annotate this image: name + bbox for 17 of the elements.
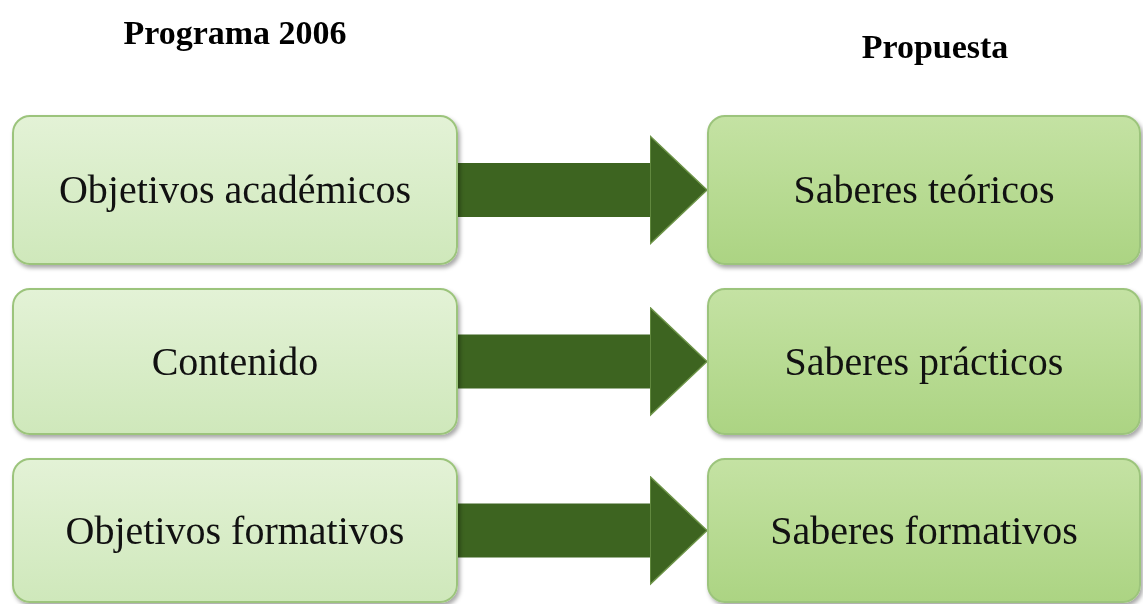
box-label: Saberes teóricos <box>793 168 1055 212</box>
block-arrow <box>458 475 708 586</box>
rounded-box <box>707 458 1141 603</box>
rounded-box <box>707 288 1141 435</box>
rounded-box <box>707 115 1141 265</box>
box-label: Saberes prácticos <box>784 339 1064 384</box>
box-label: Saberes formativos <box>770 508 1078 553</box>
box-label: Objetivos formativos <box>65 508 405 553</box>
rounded-box <box>12 115 458 265</box>
block-arrow <box>458 135 708 245</box>
rounded-box <box>12 458 458 603</box>
box-label: Objetivos académicos <box>58 168 412 212</box>
block-arrow <box>458 306 708 417</box>
rounded-box <box>12 288 458 435</box>
box-label: Contenido <box>151 339 319 384</box>
column-heading: Programa 2006 <box>122 13 348 53</box>
column-heading: Propuesta <box>860 27 1010 67</box>
